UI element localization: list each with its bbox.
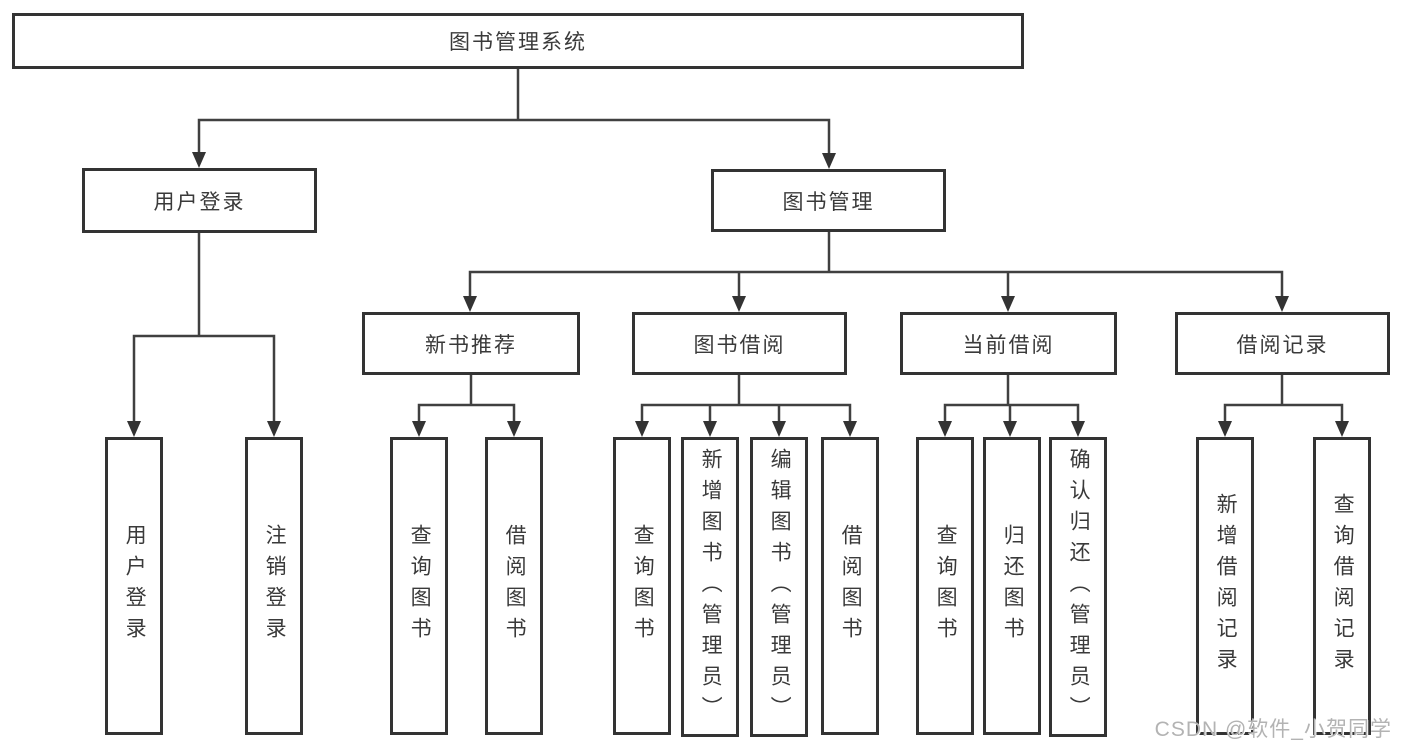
node-new-book-recommend: 新书推荐 bbox=[362, 312, 580, 375]
leaf-borrowing-add-books-admin: 新增图书（管理员） bbox=[681, 437, 739, 737]
leaf-logout: 注销登录 bbox=[245, 437, 303, 735]
node-book-management: 图书管理 bbox=[711, 169, 946, 232]
leaf-current-confirm-return-admin: 确认归还（管理员） bbox=[1049, 437, 1107, 737]
leaf-newbook-query-books: 查询图书 bbox=[390, 437, 448, 735]
node-user-login: 用户登录 bbox=[82, 168, 317, 233]
leaf-records-query-record: 查询借阅记录 bbox=[1313, 437, 1371, 735]
node-book-borrowing: 图书借阅 bbox=[632, 312, 847, 375]
watermark: CSDN @软件_小贺同学 bbox=[1154, 718, 1392, 741]
leaf-user-login: 用户登录 bbox=[105, 437, 163, 735]
leaf-current-return-books: 归还图书 bbox=[983, 437, 1041, 735]
leaf-current-query-books: 查询图书 bbox=[916, 437, 974, 735]
node-library-system: 图书管理系统 bbox=[12, 13, 1024, 69]
node-current-borrowing: 当前借阅 bbox=[900, 312, 1117, 375]
leaf-borrowing-query-books: 查询图书 bbox=[613, 437, 671, 735]
leaf-borrowing-borrow-books: 借阅图书 bbox=[821, 437, 879, 735]
leaf-borrowing-edit-books-admin: 编辑图书（管理员） bbox=[750, 437, 808, 737]
leaf-records-add-record: 新增借阅记录 bbox=[1196, 437, 1254, 735]
node-borrowing-records: 借阅记录 bbox=[1175, 312, 1390, 375]
leaf-newbook-borrow-books: 借阅图书 bbox=[485, 437, 543, 735]
